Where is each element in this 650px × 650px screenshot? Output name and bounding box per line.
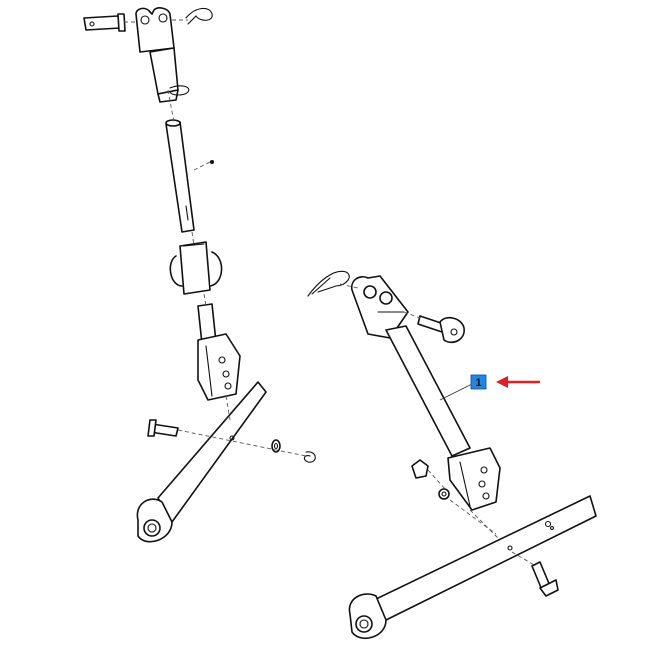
turnbuckle-handle bbox=[169, 241, 223, 295]
alignment-line bbox=[403, 311, 421, 319]
spring-clip-top bbox=[185, 7, 213, 25]
alignment-line bbox=[469, 509, 501, 541]
washer-right bbox=[438, 488, 450, 500]
lift-rod-bracket-lower bbox=[447, 447, 501, 511]
alignment-line bbox=[167, 89, 175, 123]
pin-hole-left bbox=[229, 435, 235, 441]
washer-left bbox=[271, 439, 281, 453]
alignment-line bbox=[191, 231, 195, 247]
callout-box bbox=[470, 374, 487, 390]
top-link-tube-upper bbox=[165, 119, 195, 233]
lynch-pin-left bbox=[303, 451, 316, 463]
lower-link-pin-right bbox=[531, 561, 559, 597]
lower-link-pin-left bbox=[147, 419, 179, 437]
lower-link-arm-left bbox=[136, 381, 267, 543]
lift-rod-tube bbox=[385, 325, 471, 457]
alignment-line bbox=[339, 283, 359, 289]
spring-clip-right bbox=[307, 270, 350, 297]
lower-link-arm-right bbox=[348, 495, 597, 640]
grease-nipple bbox=[210, 160, 214, 164]
alignment-line bbox=[203, 293, 207, 307]
lift-rod-fork bbox=[350, 275, 409, 339]
top-link-bracket-lower bbox=[197, 333, 241, 401]
clevis-pin-top bbox=[83, 13, 126, 32]
callout-leader-line bbox=[439, 383, 473, 401]
callout-arrow bbox=[496, 376, 540, 388]
pin-hole-right bbox=[507, 545, 513, 551]
nut-right bbox=[411, 459, 429, 479]
alignment-line bbox=[511, 551, 537, 567]
alignment-line bbox=[427, 469, 447, 491]
alignment-line bbox=[193, 161, 211, 171]
alignment-line bbox=[449, 499, 497, 535]
top-link-fork bbox=[135, 7, 190, 103]
callout-1[interactable]: 1 bbox=[470, 374, 487, 390]
clevis-pin-right bbox=[417, 315, 465, 344]
alignment-line bbox=[177, 429, 307, 457]
arrow-head bbox=[496, 376, 508, 388]
callout-number: 1 bbox=[475, 377, 481, 389]
